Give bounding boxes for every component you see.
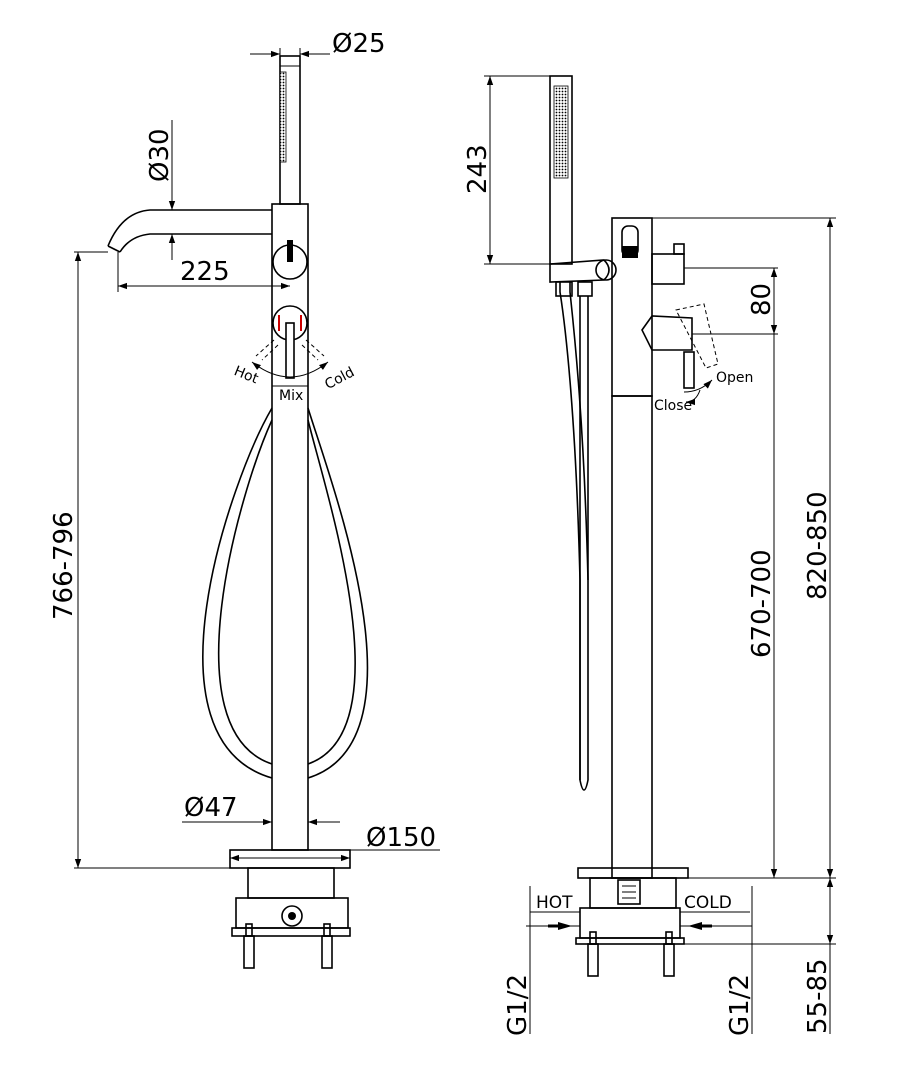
side-in-wall-body: [579, 907, 681, 939]
front-lever: [285, 322, 295, 379]
thread-right: G1/2: [725, 974, 755, 1036]
label-hot-inlet: HOT: [536, 893, 573, 913]
thread-left: G1/2: [503, 974, 533, 1036]
dim-top-diameter: Ø25: [332, 29, 386, 59]
side-column: [611, 395, 653, 879]
side-mixer: [641, 315, 693, 351]
dim-spout-reach: 225: [180, 257, 230, 287]
side-hose: [559, 282, 581, 780]
side-diverter: [651, 253, 685, 285]
side-base: [577, 867, 689, 879]
front-hose: [202, 407, 273, 779]
front-base: [229, 849, 351, 869]
dim-column-diameter: Ø47: [184, 793, 238, 823]
dim-floor-depth: 55-85: [803, 958, 833, 1034]
front-in-wall-body: [247, 867, 335, 899]
label-cold: Cold: [322, 364, 357, 393]
front-spout: [107, 209, 272, 247]
dim-spacing: 80: [747, 283, 777, 316]
dim-base-diameter: Ø150: [366, 823, 436, 853]
label-cold-inlet: COLD: [684, 893, 732, 913]
side-handshower: [549, 75, 573, 265]
dim-total-height-side: 820-850: [803, 491, 833, 600]
side-view: Open Close HOT COLD: [463, 75, 836, 1036]
dim-spout-diameter: Ø30: [145, 128, 175, 182]
dim-lever-height: 670-700: [747, 549, 777, 658]
front-column: [271, 203, 309, 851]
label-mix: Mix: [279, 388, 303, 404]
label-hot: Hot: [232, 363, 261, 387]
label-close: Close: [654, 398, 692, 414]
front-view: Hot Mix Cold Ø25 Ø30 225: [49, 29, 440, 969]
dim-handshower-height: 243: [463, 144, 493, 194]
dim-total-height-front: 766-796: [49, 511, 79, 620]
label-open: Open: [716, 370, 753, 386]
side-body: [611, 217, 653, 397]
